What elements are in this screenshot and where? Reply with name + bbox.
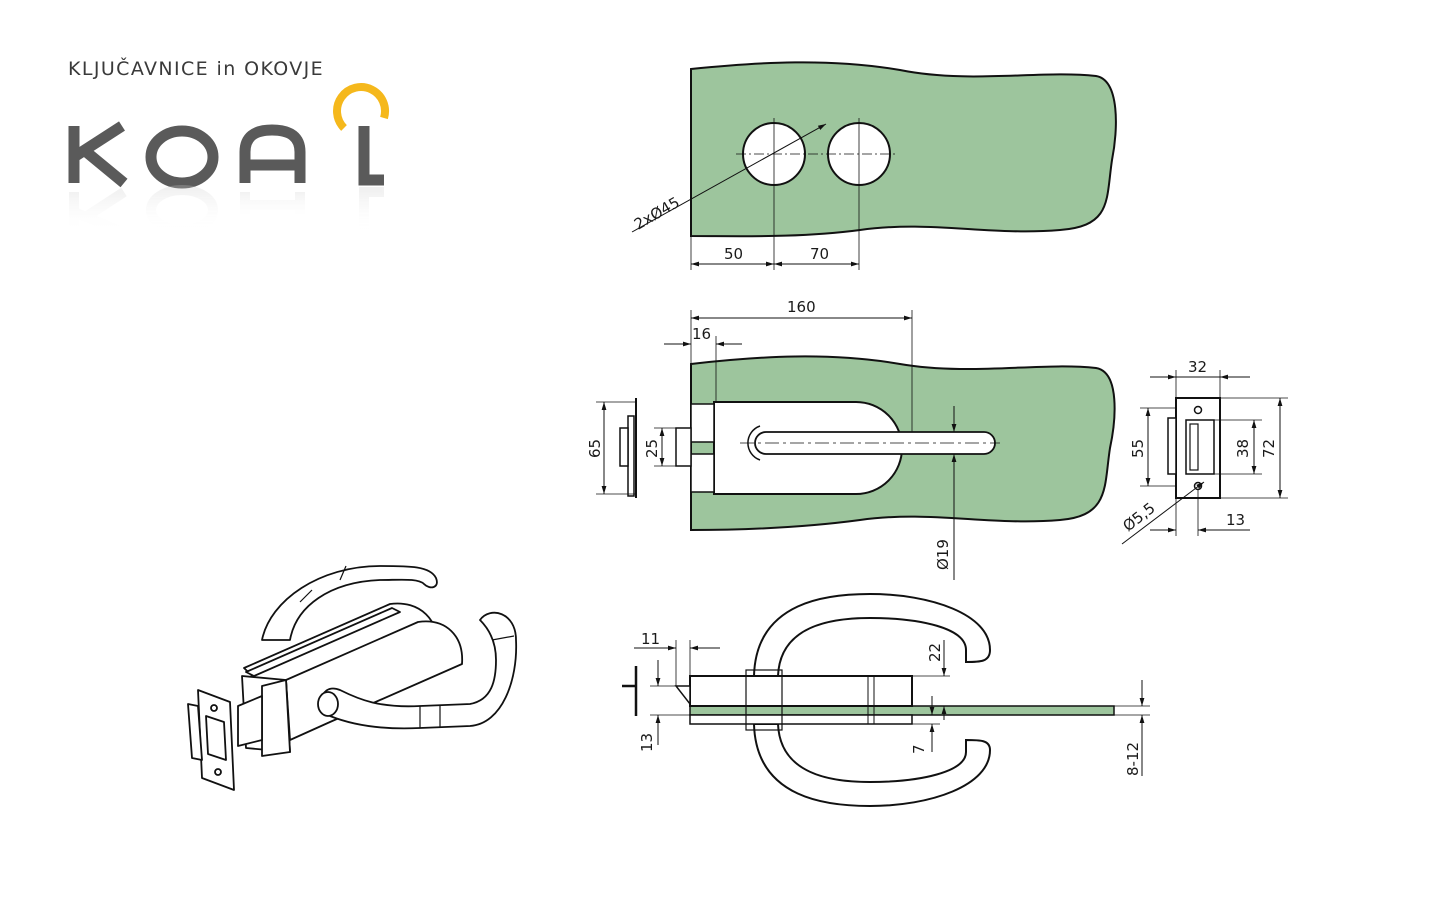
strike-plate-detail: 32 55 38 72 Ø5,5 13	[1119, 358, 1288, 545]
dim-backset: 16	[692, 325, 711, 343]
side-view: 11 13 22 7 8-12	[622, 592, 1150, 808]
dim-side-handle-gap: 22	[926, 643, 944, 662]
dim-holes: 2xØ45	[631, 193, 683, 233]
isometric-lock-view	[187, 565, 518, 791]
dim-hole-spacing: 70	[810, 245, 829, 263]
top-view-glass: 2xØ45 50 70	[631, 61, 1117, 270]
dim-body-height: 65	[586, 439, 604, 458]
dim-strike-offset: 13	[1226, 511, 1245, 529]
dim-edge-to-hole: 50	[724, 245, 743, 263]
dim-strike-height: 72	[1260, 439, 1278, 458]
dim-side-latch-offset: 11	[641, 630, 660, 648]
dim-side-plate: 7	[910, 744, 928, 754]
dim-latch-height: 25	[643, 439, 661, 458]
dim-strike-slot-height: 55	[1129, 439, 1147, 458]
dim-strike-slot-inner: 38	[1234, 439, 1252, 458]
dim-glass-thickness: 8-12	[1124, 742, 1142, 776]
dim-overall-length: 160	[787, 298, 816, 316]
dim-handle-diameter: Ø19	[934, 539, 952, 570]
dim-strike-width: 32	[1188, 358, 1207, 376]
dim-side-bottom: 13	[638, 733, 656, 752]
brand-tagline: KLJUČAVNICE in OKOVJE	[68, 58, 325, 80]
koal-logo	[68, 83, 389, 237]
front-view-lock: 160 16 65 25 Ø19	[586, 298, 1116, 580]
